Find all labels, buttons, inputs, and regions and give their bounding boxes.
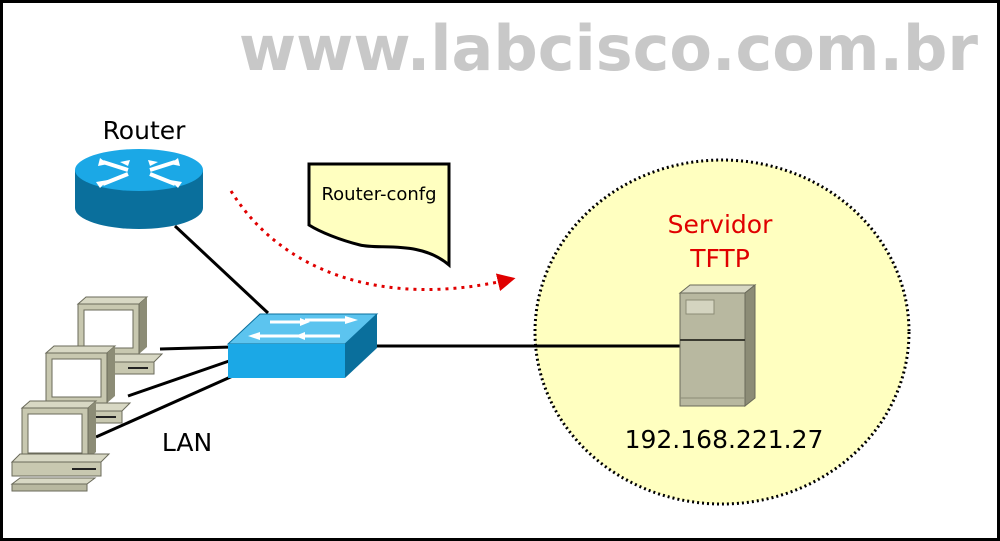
link-router-switch [173,224,270,315]
link-pc3-switch [95,373,236,439]
config-file-icon [307,162,451,269]
server-icon [678,283,757,408]
watermark-text: www.labcisco.com.br [239,12,979,85]
server-title-line2: TFTP [689,244,750,273]
link-pc1-switch [159,345,233,351]
router-label: Router [103,116,187,145]
transfer-arrow [229,190,516,292]
router-icon [75,149,203,229]
config-file-label: Router-confg [321,184,436,205]
pc-icon-2 [44,345,132,424]
pc-icon-3 [10,400,111,492]
server-title-line1: Servidor [668,210,773,239]
link-pc2-switch [127,358,233,398]
switch-icon [226,313,379,378]
server-ip-address: 192.168.221.27 [625,425,824,454]
network-links [95,224,682,439]
lan-label: LAN [162,428,212,457]
